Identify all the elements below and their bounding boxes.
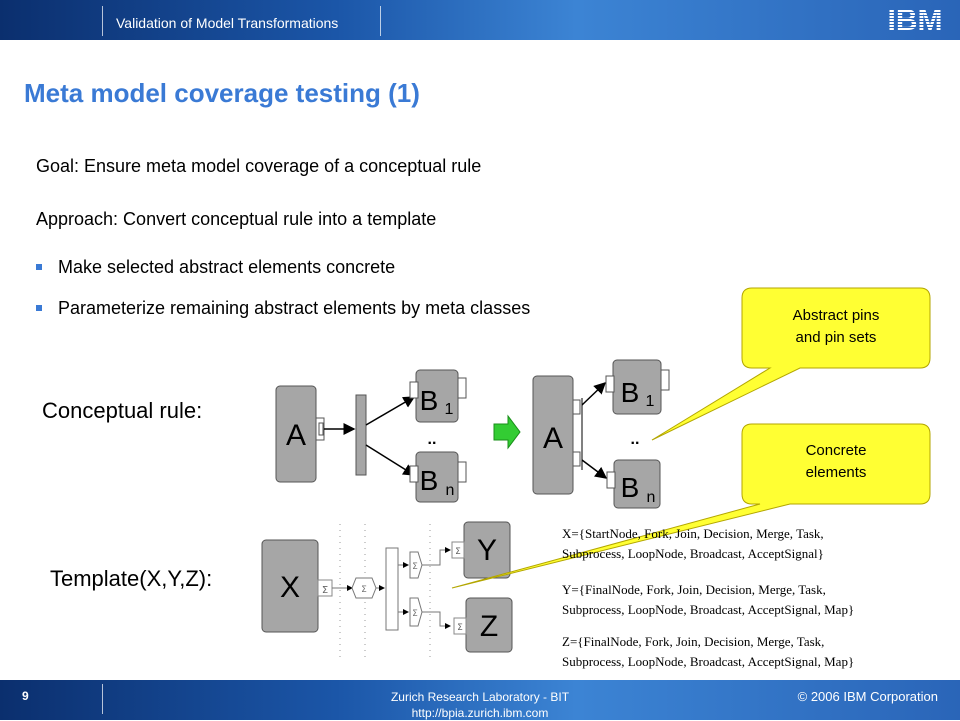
svg-text:B: B [621,377,640,408]
callout-concrete-text: Concrete elements [805,442,867,481]
svg-text:Σ: Σ [322,585,328,596]
header-divider [380,6,381,36]
set-x-definition: X={StartNode, Fork, Join, Decision, Merg… [562,526,824,561]
conceptual-rule-label: Conceptual rule: [42,398,203,423]
svg-text:B: B [621,472,640,503]
svg-text:A: A [286,419,306,452]
set-z-definition: Z={FinalNode, Fork, Join, Decision, Merg… [562,634,855,669]
copyright: © 2006 IBM Corporation [797,689,938,704]
svg-text:1: 1 [646,393,655,410]
node-a-right: A [532,375,581,495]
ellipsis: .. [631,431,640,448]
presentation-title: Validation of Model Transformations [116,15,339,31]
svg-text:B: B [420,465,439,496]
approach-text: Approach: Convert conceptual rule into a… [36,209,437,229]
edge [365,444,416,476]
callout-pins-text: Abstract pins and pin sets [792,307,880,346]
svg-text:Σ: Σ [412,562,418,572]
callout-concrete-elements [451,423,931,589]
svg-text:Σ: Σ [412,609,418,619]
svg-text:Σ: Σ [361,585,367,595]
footer-lab-info: Zurich Research Laboratory - BIT http://… [390,690,570,720]
svg-text:IBM: IBM [888,4,943,34]
template-label: Template(X,Y,Z): [50,566,213,591]
node-a-left: A [275,385,325,483]
svg-text:A: A [543,422,563,455]
node-b1-right: B 1 [605,359,670,415]
edge [581,381,607,406]
node-bn-right: B n [606,459,661,509]
node-b1-left: B 1 [409,369,467,423]
page-number: 9 [22,689,29,703]
svg-text:Y: Y [477,534,497,567]
svg-text:Σ: Σ [455,547,461,557]
ibm-logo: IBM [888,4,943,34]
transform-arrow-icon [493,414,521,450]
bullet-marker [36,305,42,311]
node-y: Σ Y [451,521,511,579]
svg-text:1: 1 [445,401,454,418]
svg-text:n: n [446,482,455,499]
svg-text:Z: Z [480,610,498,643]
svg-text:Σ: Σ [457,623,463,633]
template-pin-network: Σ Σ Σ [332,524,451,660]
edge [581,459,608,479]
bullet-item: Parameterize remaining abstract elements… [58,298,531,318]
node-x: Σ X [261,539,333,633]
node-bn-left: B n [409,451,467,503]
svg-text:X: X [280,571,300,604]
bullet-marker [36,264,42,270]
header-divider [102,6,103,36]
goal-text: Goal: Ensure meta model coverage of a co… [36,156,482,176]
slide-title: Meta model coverage testing (1) [24,78,420,108]
footer-divider [102,684,103,714]
node-z: Σ Z [453,597,513,653]
fork-bar [355,394,367,476]
bullet-item: Make selected abstract elements concrete [58,257,396,277]
edge [365,396,416,426]
set-y-definition: Y={FinalNode, Fork, Join, Decision, Merg… [562,582,855,617]
svg-text:B: B [420,385,439,416]
header-bar: Validation of Model Transformations IBM [0,0,960,40]
ellipsis: .. [428,431,437,448]
footer-bar: 9 Zurich Research Laboratory - BIT http:… [0,680,960,720]
callout-abstract-pins [651,287,931,441]
svg-text:n: n [647,489,656,506]
